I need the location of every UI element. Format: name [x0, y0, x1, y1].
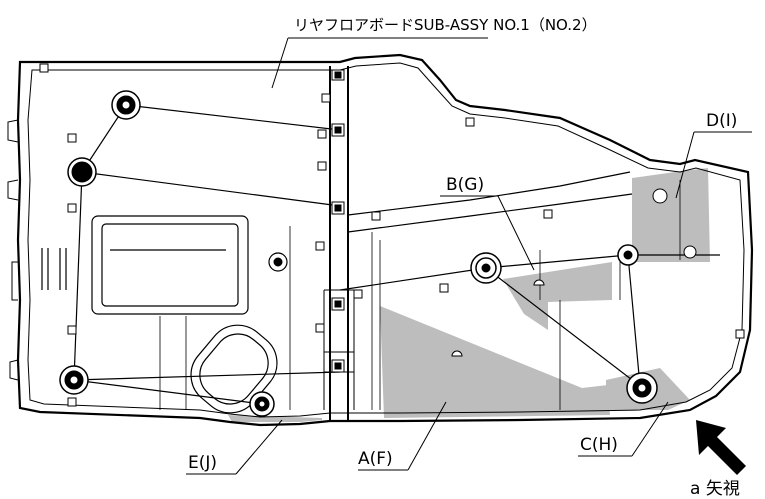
- region-e-shape: [228, 415, 322, 422]
- rib-diag-7: [485, 267, 641, 387]
- leader-d: [675, 131, 752, 199]
- inner-contour: [27, 62, 745, 418]
- boss-1: [111, 90, 141, 120]
- boss-2: [67, 157, 97, 187]
- view-arrow-icon: [696, 420, 746, 475]
- structural-ribs: [41, 66, 720, 420]
- leader-c: [578, 401, 669, 457]
- leader-lines: [186, 37, 752, 475]
- slot-a: [451, 350, 463, 357]
- rib-diag-6: [73, 371, 341, 381]
- boss-5: [470, 252, 502, 284]
- view-label: a 矢視: [690, 479, 740, 499]
- leader-e: [186, 419, 283, 475]
- shaded-regions: [228, 168, 710, 422]
- label-c: C(H): [580, 435, 618, 455]
- hole-d-1: [652, 188, 668, 204]
- boss-8: [268, 252, 288, 272]
- region-b-shape: [503, 262, 612, 330]
- left-tabs: [7, 119, 19, 381]
- oval-cutout-inner: [199, 333, 269, 405]
- leader-a: [358, 401, 447, 471]
- board-outline: [7, 53, 754, 427]
- bolt-bosses: [59, 90, 697, 417]
- rib-diag-5: [73, 379, 263, 405]
- slot-b: [533, 279, 545, 286]
- rib-diag-1: [125, 104, 341, 131]
- boss-7: [626, 372, 658, 404]
- region-d-shape: [632, 168, 710, 262]
- label-e: E(J): [188, 453, 217, 473]
- boss-4: [249, 391, 275, 417]
- outer-contour: [16, 53, 754, 427]
- hole-d-2: [683, 245, 697, 259]
- title-label: リヤフロアボードSUB-ASSY NO.1（NO.2）: [294, 16, 597, 34]
- label-d: D(I): [706, 111, 737, 131]
- leader-b: [440, 195, 535, 271]
- rib-diag-9: [627, 254, 641, 387]
- misc-ribs: [159, 180, 681, 410]
- clip-marks: [39, 63, 745, 407]
- label-a: A(F): [358, 449, 393, 469]
- rib-diag-4: [73, 171, 83, 381]
- boss-3: [59, 365, 89, 395]
- rib-diag-10: [339, 267, 487, 291]
- label-b: B(G): [446, 175, 484, 195]
- recess-outer: [91, 215, 249, 315]
- mid-beam: [347, 171, 633, 233]
- recess-inner: [101, 223, 239, 307]
- spine-inner: [323, 289, 355, 410]
- rib-diag-8: [485, 254, 629, 269]
- left-slots: [41, 248, 67, 290]
- rib-diag-2: [81, 171, 341, 207]
- boss-6: [617, 244, 639, 266]
- clip-squares: [331, 69, 345, 373]
- central-spine: [329, 66, 349, 420]
- region-a-shape: [380, 306, 610, 418]
- leader-title: [271, 37, 488, 89]
